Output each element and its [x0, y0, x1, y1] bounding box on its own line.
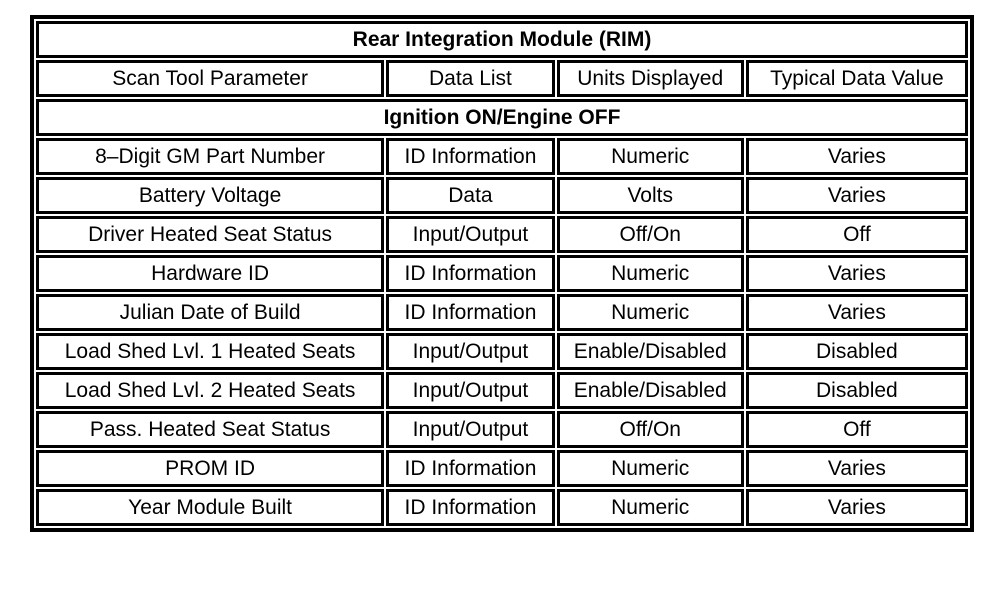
- column-header-scan-tool-parameter: Scan Tool Parameter: [36, 60, 385, 97]
- units-cell: Off/On: [556, 411, 744, 448]
- value-cell: Disabled: [745, 372, 968, 409]
- param-cell: Julian Date of Build: [36, 294, 385, 331]
- table-row: Load Shed Lvl. 2 Heated Seats Input/Outp…: [36, 372, 968, 409]
- column-header-typical-data-value: Typical Data Value: [745, 60, 968, 97]
- table-row: Load Shed Lvl. 1 Heated Seats Input/Outp…: [36, 333, 968, 370]
- param-cell: PROM ID: [36, 450, 385, 487]
- datalist-cell: ID Information: [386, 255, 555, 292]
- datalist-cell: Input/Output: [386, 372, 555, 409]
- param-cell: Load Shed Lvl. 1 Heated Seats: [36, 333, 385, 370]
- param-cell: Hardware ID: [36, 255, 385, 292]
- datalist-cell: Input/Output: [386, 216, 555, 253]
- value-cell: Varies: [745, 294, 968, 331]
- datalist-cell: ID Information: [386, 294, 555, 331]
- table-row: Driver Heated Seat Status Input/Output O…: [36, 216, 968, 253]
- value-cell: Varies: [745, 450, 968, 487]
- value-cell: Varies: [745, 138, 968, 175]
- table-row: 8–Digit GM Part Number ID Information Nu…: [36, 138, 968, 175]
- datalist-cell: ID Information: [386, 450, 555, 487]
- units-cell: Off/On: [556, 216, 744, 253]
- units-cell: Enable/Disabled: [556, 372, 744, 409]
- value-cell: Varies: [745, 177, 968, 214]
- value-cell: Varies: [745, 489, 968, 526]
- datalist-cell: Data: [386, 177, 555, 214]
- column-header-row: Scan Tool Parameter Data List Units Disp…: [36, 60, 968, 97]
- units-cell: Numeric: [556, 450, 744, 487]
- datalist-cell: ID Information: [386, 138, 555, 175]
- param-cell: Pass. Heated Seat Status: [36, 411, 385, 448]
- param-cell: Battery Voltage: [36, 177, 385, 214]
- section-header: Ignition ON/Engine OFF: [36, 99, 968, 136]
- table-row: Battery Voltage Data Volts Varies: [36, 177, 968, 214]
- value-cell: Off: [745, 216, 968, 253]
- units-cell: Enable/Disabled: [556, 333, 744, 370]
- datalist-cell: Input/Output: [386, 411, 555, 448]
- units-cell: Numeric: [556, 294, 744, 331]
- column-header-units-displayed: Units Displayed: [556, 60, 744, 97]
- table-row: Year Module Built ID Information Numeric…: [36, 489, 968, 526]
- units-cell: Numeric: [556, 489, 744, 526]
- rim-data-table: Rear Integration Module (RIM) Scan Tool …: [30, 15, 974, 532]
- value-cell: Off: [745, 411, 968, 448]
- table-row: Hardware ID ID Information Numeric Varie…: [36, 255, 968, 292]
- table-row: Pass. Heated Seat Status Input/Output Of…: [36, 411, 968, 448]
- column-header-data-list: Data List: [386, 60, 555, 97]
- param-cell: 8–Digit GM Part Number: [36, 138, 385, 175]
- title-row: Rear Integration Module (RIM): [36, 21, 968, 58]
- param-cell: Load Shed Lvl. 2 Heated Seats: [36, 372, 385, 409]
- table-row: PROM ID ID Information Numeric Varies: [36, 450, 968, 487]
- datalist-cell: ID Information: [386, 489, 555, 526]
- section-header-row: Ignition ON/Engine OFF: [36, 99, 968, 136]
- units-cell: Numeric: [556, 138, 744, 175]
- value-cell: Disabled: [745, 333, 968, 370]
- units-cell: Volts: [556, 177, 744, 214]
- datalist-cell: Input/Output: [386, 333, 555, 370]
- table-row: Julian Date of Build ID Information Nume…: [36, 294, 968, 331]
- table-title: Rear Integration Module (RIM): [36, 21, 968, 58]
- value-cell: Varies: [745, 255, 968, 292]
- param-cell: Driver Heated Seat Status: [36, 216, 385, 253]
- param-cell: Year Module Built: [36, 489, 385, 526]
- units-cell: Numeric: [556, 255, 744, 292]
